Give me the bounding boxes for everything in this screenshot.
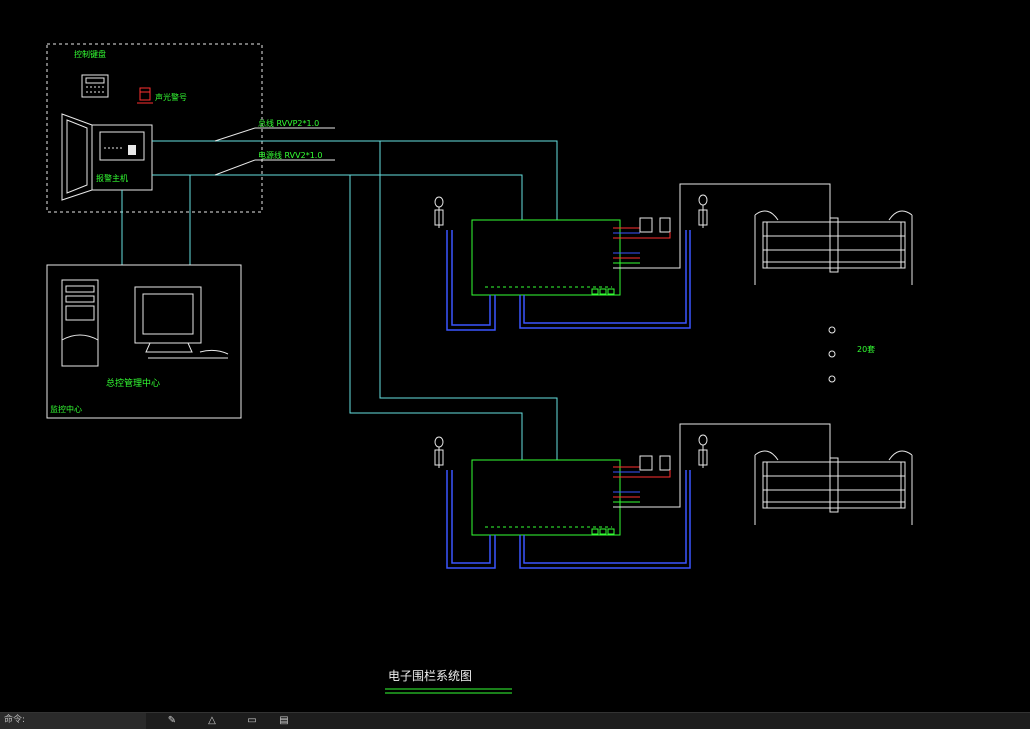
computer-tower-icon xyxy=(61,279,99,367)
fence-controller-2 xyxy=(471,423,831,536)
pencil-icon[interactable]: ✎ xyxy=(167,715,177,726)
continuation-dots xyxy=(828,326,836,383)
fence-controller-1 xyxy=(471,183,831,296)
strobe-label: 声光警号 xyxy=(155,93,187,102)
monitor-room-label: 监控中心 xyxy=(50,405,82,414)
center-label: 总控管理中心 xyxy=(106,379,161,389)
keyboard-icon xyxy=(81,74,109,98)
strobe-alarm-icon xyxy=(137,87,153,104)
cable-label-bus: 总线 RVVP2*1.0 xyxy=(258,119,320,128)
alarm-host-label: 报警主机 xyxy=(96,174,128,183)
triangle-icon[interactable]: △ xyxy=(208,715,216,726)
monitor-center-box xyxy=(46,264,242,419)
monitor-icon xyxy=(134,286,229,359)
alarm-host-cabinet-icon xyxy=(61,113,153,201)
command-line[interactable]: 命令: xyxy=(0,713,146,729)
fence-section-2 xyxy=(754,450,913,525)
control-room-box xyxy=(46,43,263,213)
zone-count-label: 20套 xyxy=(857,345,876,354)
control-keyboard-label: 控制键盘 xyxy=(74,50,106,59)
status-bar: 命令: ✎ △ ▭ ▤ xyxy=(0,712,1030,729)
window-icon[interactable]: ▭ xyxy=(247,715,257,726)
detector-icon xyxy=(434,194,708,228)
drawing-title: 电子围栏系统图 xyxy=(388,669,473,683)
layers-icon[interactable]: ▤ xyxy=(279,715,289,726)
cable-label-power: 电源线 RVV2*1.0 xyxy=(258,151,323,160)
bus-wiring xyxy=(121,140,558,460)
detector-icon xyxy=(434,434,708,468)
fence-section-1 xyxy=(754,210,913,285)
